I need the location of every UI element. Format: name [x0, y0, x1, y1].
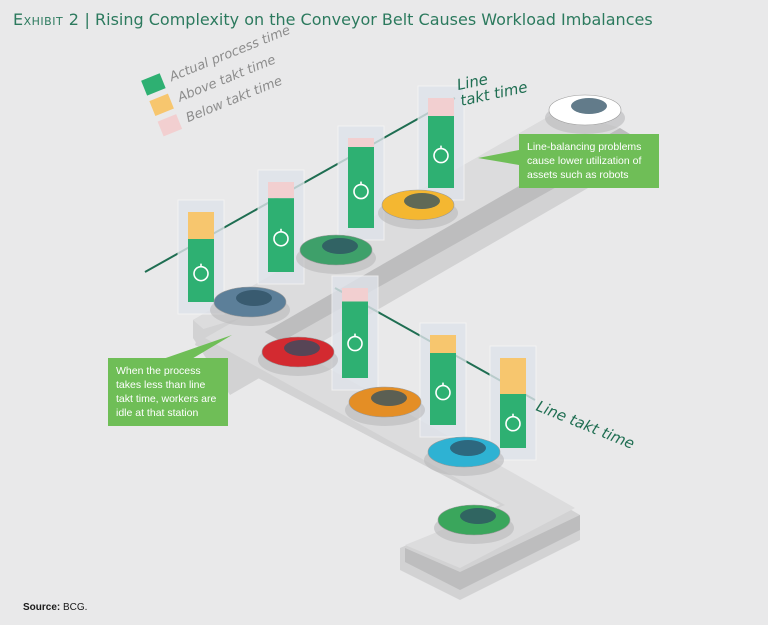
callout-robots-pointer — [478, 150, 519, 165]
upper-station-1-actual-segment — [188, 239, 214, 302]
legend-swatch-below — [157, 114, 183, 137]
upper-station-2-below-segment — [268, 182, 294, 199]
lower-station-2 — [419, 322, 467, 438]
lower-station-1-actual-segment — [342, 301, 368, 378]
lower-station-3 — [489, 345, 537, 461]
white-car — [545, 94, 625, 134]
orange-car — [345, 386, 425, 426]
upper-station-1 — [177, 199, 225, 315]
upper-station-3-below-segment — [348, 138, 374, 147]
title-text: Rising Complexity on the Conveyor Belt C… — [95, 10, 653, 29]
red-car — [258, 336, 338, 376]
lower-station-1-below-segment — [342, 288, 368, 302]
lower-station-1 — [331, 275, 379, 391]
upper-station-3 — [337, 125, 385, 241]
exhibit-label: Exhibit 2 — [13, 10, 80, 29]
source-note: Source: BCG. — [23, 602, 88, 613]
cyan-car — [424, 436, 504, 476]
lower-station-2-actual-segment — [430, 353, 456, 425]
grey-blue-car — [210, 286, 290, 326]
callout-idle: When the process takes less than line ta… — [108, 358, 228, 426]
callout-idle-pointer — [160, 335, 232, 360]
upper-station-4 — [417, 85, 465, 201]
callout-robots: Line-balancing problems cause lower util… — [519, 134, 659, 188]
green-car-lower — [434, 504, 514, 544]
lower-station-3-actual-segment — [500, 394, 526, 448]
upper-station-2-actual-segment — [268, 198, 294, 272]
upper-station-3-actual-segment — [348, 147, 374, 228]
lower-station-3-above-segment — [500, 358, 526, 394]
upper-station-4-actual-segment — [428, 116, 454, 188]
exhibit-title: Exhibit 2 | Rising Complexity on the Con… — [13, 10, 653, 29]
lower-station-2-above-segment — [430, 335, 456, 353]
green-car-upper — [296, 234, 376, 274]
upper-station-2 — [257, 169, 305, 285]
title-separator: | — [84, 10, 90, 29]
upper-station-1-above-segment — [188, 212, 214, 239]
yellow-car — [378, 189, 458, 229]
upper-station-4-below-segment — [428, 98, 454, 116]
